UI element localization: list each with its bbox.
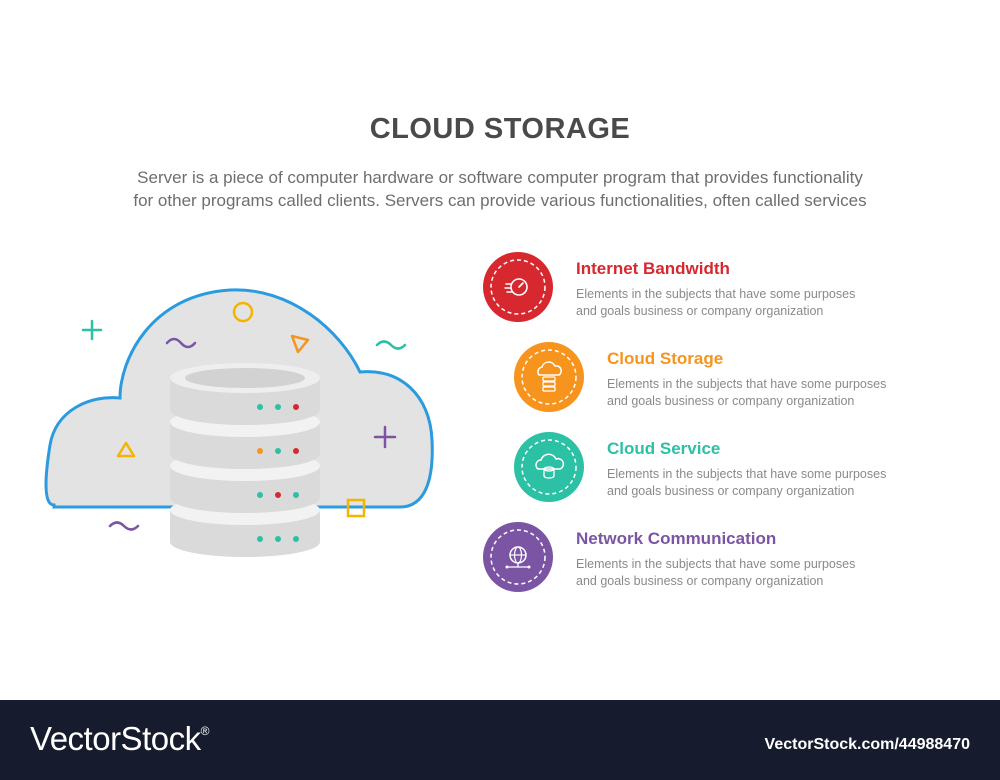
item-description-line-1: Elements in the subjects that have some … (576, 287, 856, 301)
decor-squiggle-teal (375, 340, 407, 350)
globe-network-icon (490, 529, 546, 585)
item-description-line-2: and goals business or company organizati… (607, 394, 855, 408)
item-description-line-2: and goals business or company organizati… (607, 484, 855, 498)
cloud-database-icon (521, 439, 577, 495)
footer-image-id: VectorStock.com/44988470 (764, 736, 970, 753)
item-description: Elements in the subjects that have some … (576, 286, 906, 320)
item-circle (514, 342, 584, 412)
decor-circle-yellow (232, 301, 254, 323)
subtitle-line-2: for other programs called clients. Serve… (133, 191, 867, 210)
item-title: Cloud Storage (607, 349, 724, 368)
item-description: Elements in the subjects that have some … (607, 466, 937, 500)
item-description: Elements in the subjects that have some … (576, 556, 906, 590)
decor-squiggle-purple (165, 337, 197, 349)
item-circle (514, 432, 584, 502)
item-circle (483, 522, 553, 592)
item-title: Network Communication (576, 529, 777, 548)
page-subtitle: Server is a piece of computer hardware o… (40, 166, 960, 212)
item-description-line-2: and goals business or company organizati… (576, 574, 824, 588)
footer-brand-text: VectorStock (30, 720, 201, 757)
decor-square-yellow (346, 498, 366, 518)
item-description-line-1: Elements in the subjects that have some … (607, 467, 887, 481)
cloud-server-illustration (44, 288, 434, 557)
item-title: Cloud Service (607, 439, 721, 458)
item-description: Elements in the subjects that have some … (607, 376, 937, 410)
item-title: Internet Bandwidth (576, 259, 730, 278)
footer-bar: VectorStock® VectorStock.com/44988470 (0, 700, 1000, 780)
decor-plus-left (81, 319, 103, 341)
subtitle-line-1: Server is a piece of computer hardware o… (137, 168, 863, 187)
decor-plus-right (373, 425, 397, 449)
db-disk-1 (170, 363, 320, 425)
database-stack (170, 363, 320, 557)
item-description-line-2: and goals business or company organizati… (576, 304, 824, 318)
footer-registered-mark: ® (200, 724, 210, 738)
item-description-line-1: Elements in the subjects that have some … (607, 377, 887, 391)
item-circle (483, 252, 553, 322)
decor-squiggle-bottom (108, 521, 140, 531)
cloud-server-icon (521, 349, 577, 405)
page-title: CLOUD STORAGE (369, 113, 631, 145)
speedometer-icon (490, 259, 546, 315)
footer-brand-logo: VectorStock® (30, 720, 209, 758)
decor-triangle-yellow (116, 441, 136, 458)
decor-triangle-orange (290, 334, 310, 354)
item-description-line-1: Elements in the subjects that have some … (576, 557, 856, 571)
